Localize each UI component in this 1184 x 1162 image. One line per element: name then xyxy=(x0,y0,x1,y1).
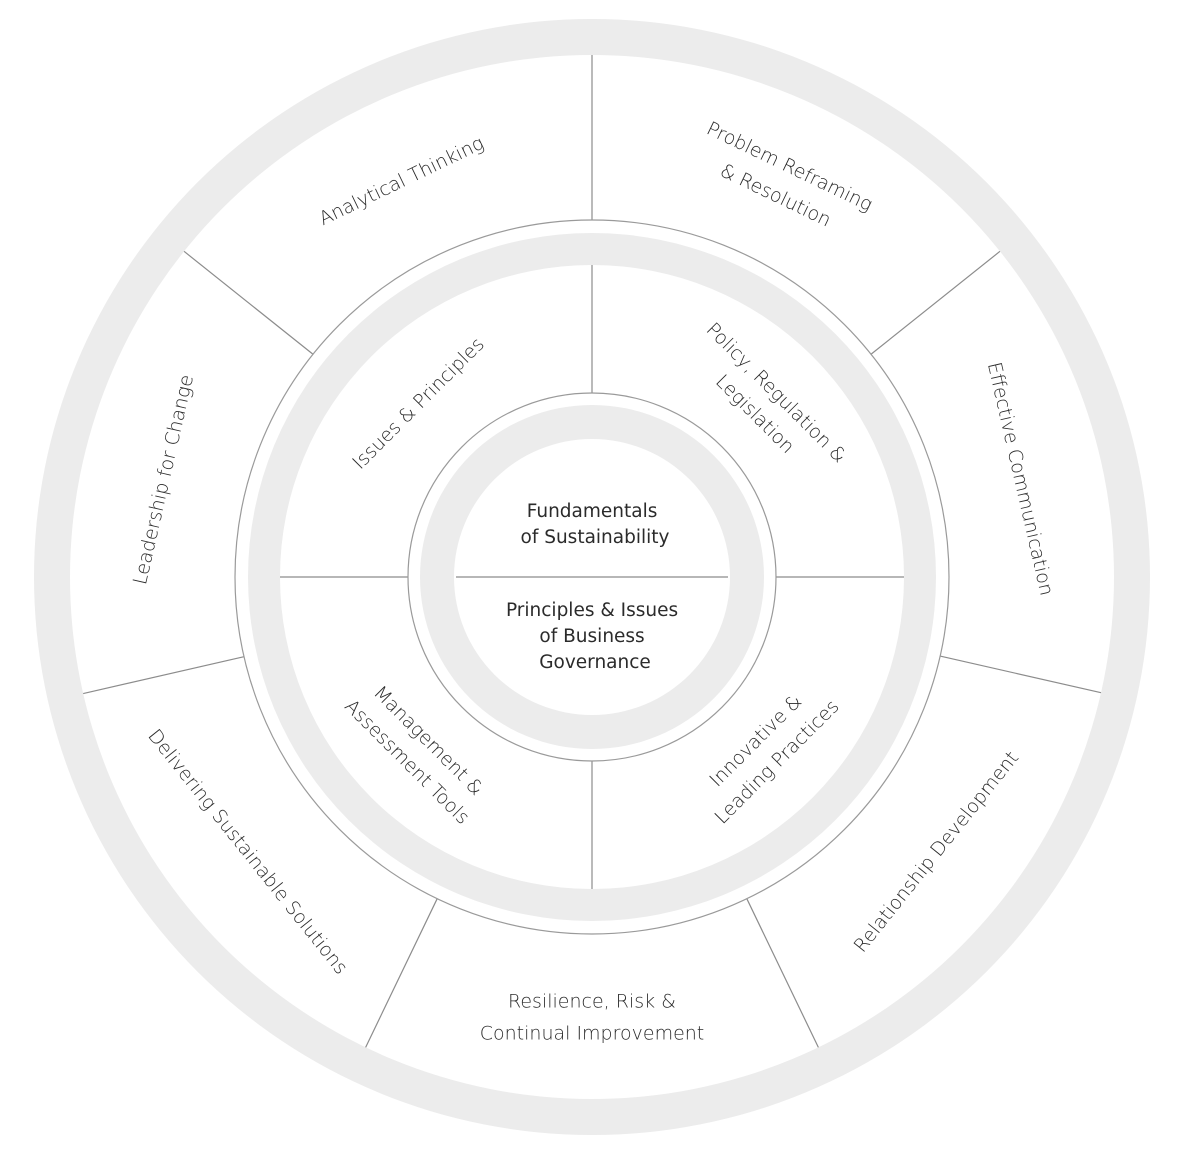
outer-divider-7 xyxy=(183,250,314,355)
outer-segment-label-line: Continual Improvement xyxy=(480,1023,705,1045)
outer-divider-5 xyxy=(365,898,438,1048)
outer-divider-3 xyxy=(939,655,1102,694)
core-top-line-2: of Sustainability xyxy=(521,527,670,548)
outer-segment-label-line: Resilience, Risk & xyxy=(508,991,676,1013)
core-bottom-label: Principles & Issues of Business Governan… xyxy=(506,600,684,673)
middle-ring-dividers xyxy=(280,265,904,889)
outer-divider-2 xyxy=(870,250,1001,355)
core-top-line-1: Fundamentals xyxy=(527,501,658,522)
outer-divider-6 xyxy=(83,656,245,695)
outer-segment-resilience-risk-improvement: Resilience, Risk & Continual Improvement xyxy=(480,991,705,1045)
core-top-label: Fundamentals of Sustainability xyxy=(521,501,670,548)
core-bottom-line-1: Principles & Issues xyxy=(506,600,678,621)
outer-ring-dividers xyxy=(83,55,1102,1048)
outer-segment-label-text: Resilience, Risk & Continual Improvement xyxy=(480,991,705,1045)
outer-divider-4 xyxy=(746,898,819,1048)
core-bottom-line-3: Governance xyxy=(539,652,651,673)
core-bottom-line-2: of Business xyxy=(539,626,644,647)
